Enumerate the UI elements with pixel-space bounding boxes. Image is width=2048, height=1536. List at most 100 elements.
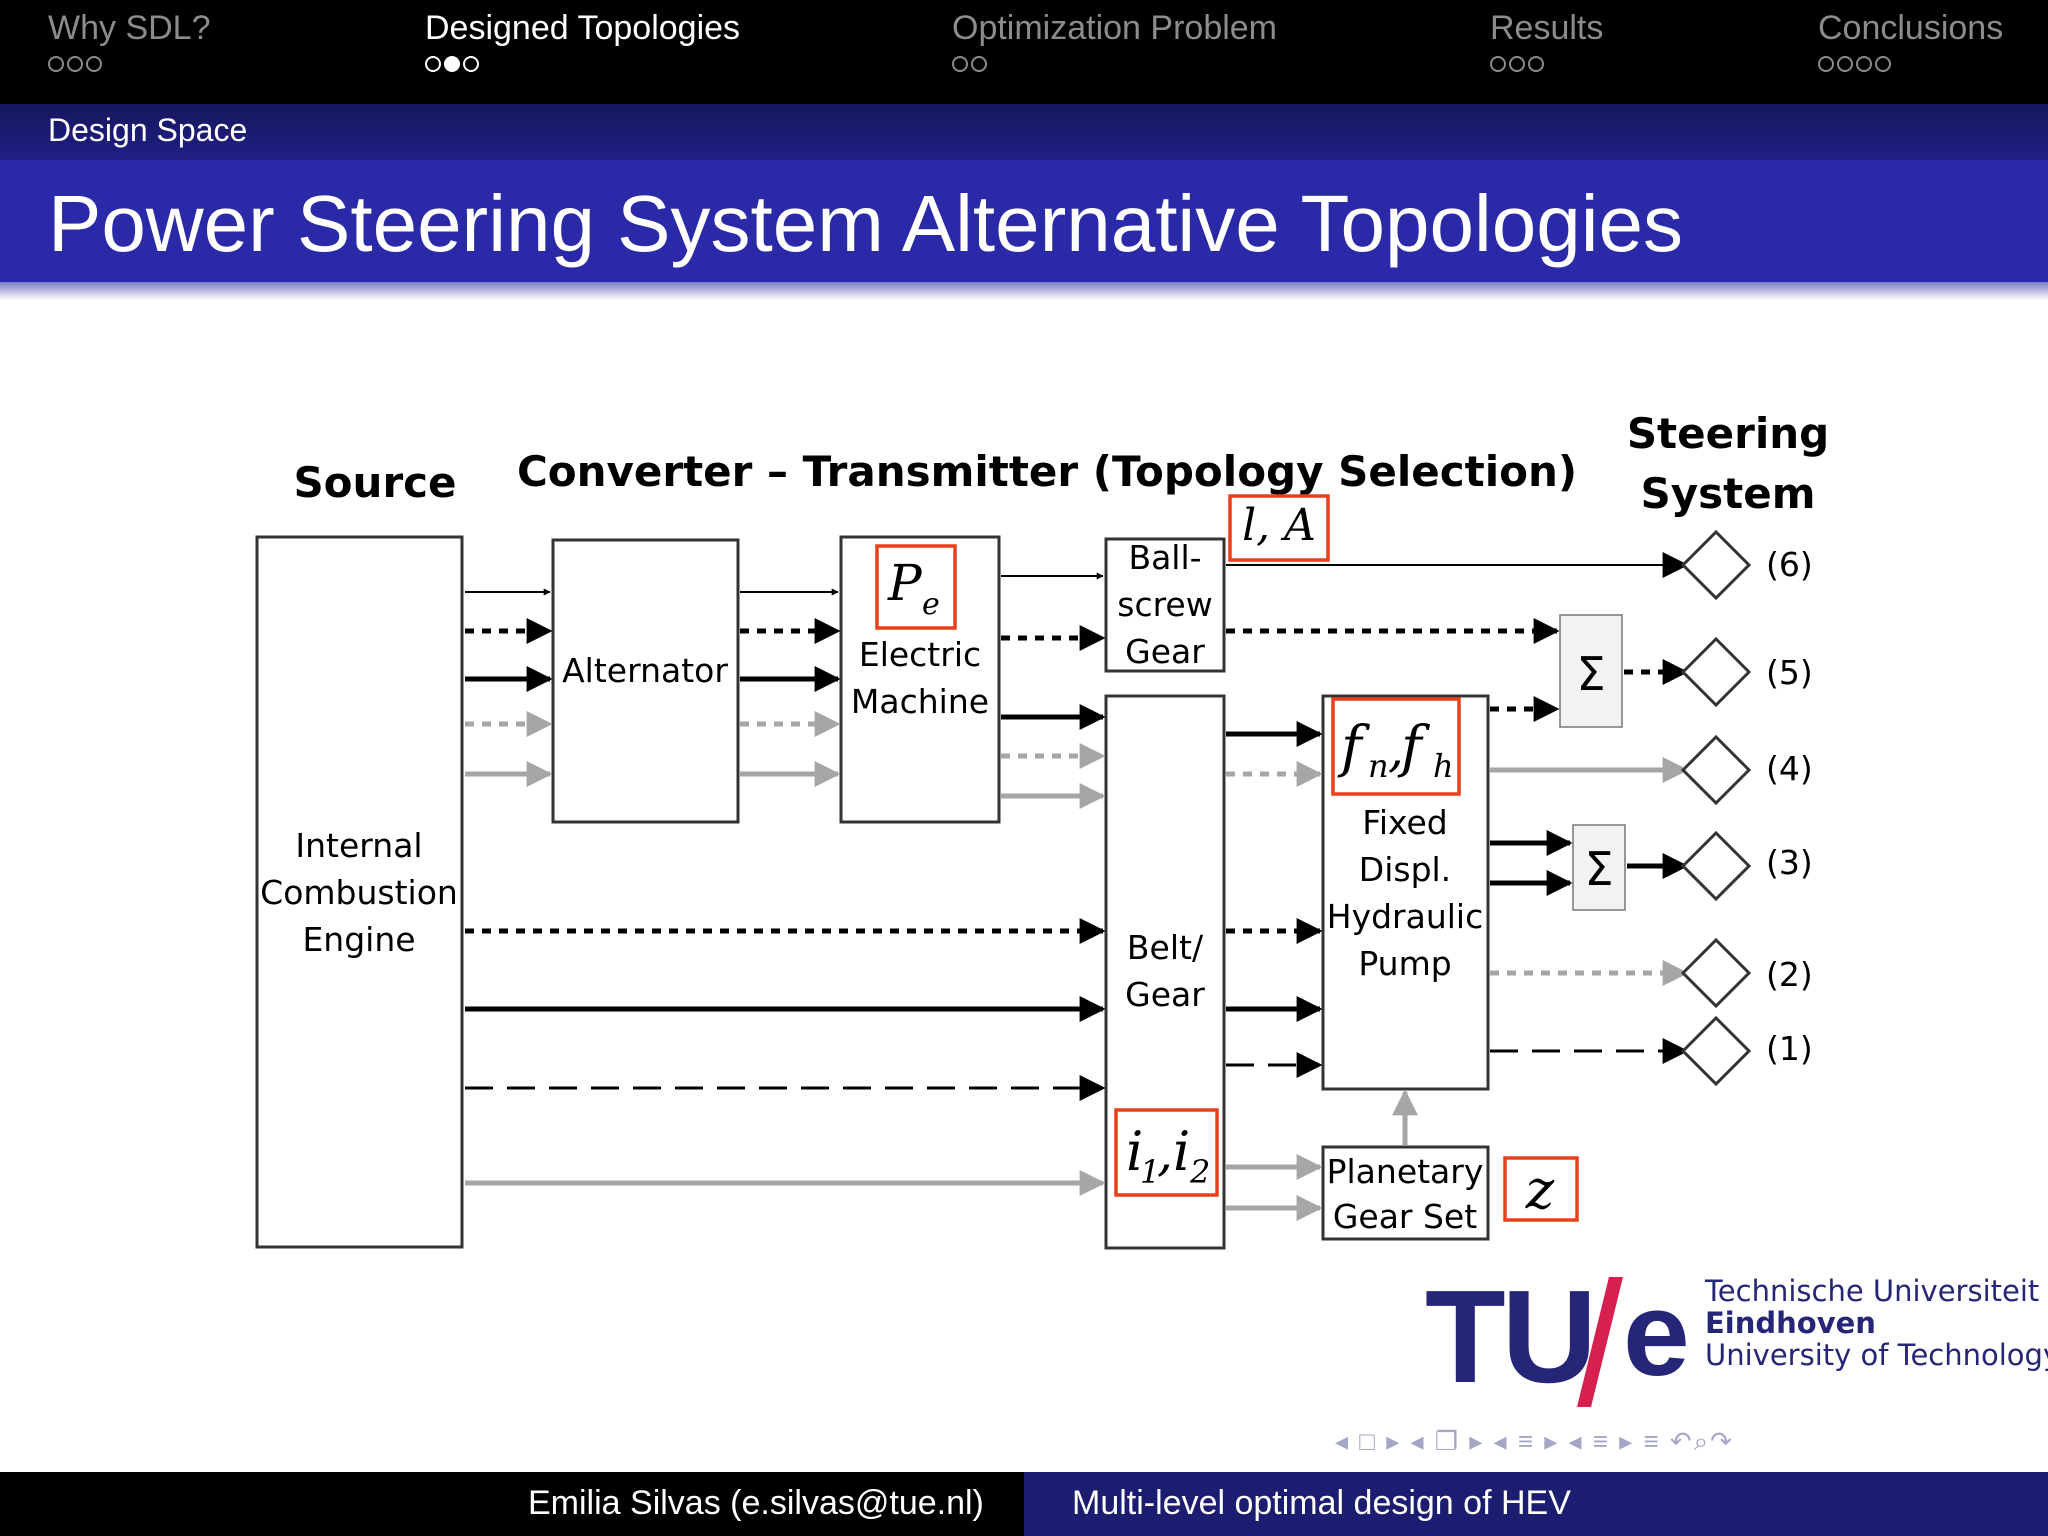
engine-block: Internal Combustion Engine bbox=[255, 535, 464, 1249]
footer-talk-title: Multi-level optimal design of HEV bbox=[1072, 1484, 1571, 1522]
nav-dot[interactable] bbox=[1875, 56, 1891, 72]
output-diamond-3 bbox=[1680, 830, 1752, 902]
nav-dots bbox=[952, 56, 1277, 80]
i2-sub: 2 bbox=[1189, 1153, 1210, 1191]
pe-sub: e bbox=[922, 587, 940, 622]
nav-dot[interactable] bbox=[1856, 56, 1872, 72]
pump-label-4: Pump bbox=[1358, 944, 1451, 983]
nav-section-title: Results bbox=[1490, 9, 1604, 47]
logo-text: Technische Universiteit Eindhoven Univer… bbox=[1705, 1275, 2048, 1371]
output-label-6: (6) bbox=[1766, 545, 1813, 584]
belt-gear-label-1: Belt/ bbox=[1127, 928, 1204, 967]
alternator-block: Alternator bbox=[551, 538, 740, 824]
output-label-5: (5) bbox=[1766, 653, 1813, 692]
la-text: l, A bbox=[1242, 500, 1316, 551]
output-diamond-5 bbox=[1680, 636, 1752, 708]
i1-sub: 1 bbox=[1140, 1153, 1160, 1191]
nav-dot[interactable] bbox=[1528, 56, 1544, 72]
output-label-1: (1) bbox=[1766, 1029, 1813, 1068]
steering-header-line2: System bbox=[1641, 469, 1816, 518]
output-label-3: (3) bbox=[1766, 843, 1813, 882]
beamer-navigation-symbols[interactable]: ◂ □ ▸ ◂ ❐ ▸ ◂ ≡ ▸ ◂ ≡ ▸ ≡ ↶⌕↷ bbox=[1335, 1426, 1734, 1456]
nav-dot[interactable] bbox=[67, 56, 83, 72]
topology-diagram: Source Converter – Transmitter (Topology… bbox=[255, 409, 1829, 1250]
source-header: Source bbox=[293, 458, 456, 507]
nav-dot[interactable] bbox=[952, 56, 968, 72]
electric-machine-label-1: Electric bbox=[859, 635, 981, 674]
hydraulic-pump-block: Fixed Displ. Hydraulic Pump bbox=[1321, 694, 1490, 1091]
output-diamond-1 bbox=[1680, 1015, 1752, 1087]
nav-dot[interactable] bbox=[1837, 56, 1853, 72]
variable-i1-i2: i 1 , i 2 bbox=[1114, 1108, 1219, 1197]
z-text: z bbox=[1525, 1158, 1555, 1221]
sum-symbol: Σ bbox=[1584, 842, 1613, 896]
nav-section-conclusions[interactable]: Conclusions bbox=[1818, 8, 2003, 80]
nav-section-optimization-problem[interactable]: Optimization Problem bbox=[952, 8, 1277, 80]
nav-section-designed-topologies[interactable]: Designed Topologies bbox=[425, 8, 740, 80]
planetary-gear-block: Planetary Gear Set bbox=[1321, 1145, 1490, 1241]
top-navigation: Why SDL? Designed Topologies Optimizatio… bbox=[0, 0, 2048, 104]
variable-la: l, A bbox=[1228, 494, 1330, 562]
logo-e: e bbox=[1623, 1267, 1690, 1401]
ballscrew-gear-block: Ball- screw Gear bbox=[1104, 537, 1226, 673]
fn-h: h bbox=[1433, 747, 1454, 785]
nav-dot[interactable] bbox=[971, 56, 987, 72]
nav-dots bbox=[48, 56, 211, 80]
output-diamond-2 bbox=[1680, 937, 1752, 1009]
fn-n: n bbox=[1368, 747, 1389, 785]
nav-dots bbox=[1490, 56, 1603, 80]
engine-label-1: Internal bbox=[295, 826, 422, 865]
engine-label-2: Combustion bbox=[260, 873, 458, 912]
ballscrew-label-1: Ball- bbox=[1128, 538, 1201, 577]
nav-dot-current[interactable] bbox=[444, 56, 460, 72]
frame-title: Power Steering System Alternative Topolo… bbox=[48, 179, 1683, 268]
variable-z: z bbox=[1503, 1156, 1579, 1222]
logo-line3: University of Technology bbox=[1705, 1338, 2048, 1372]
logo-line1: Technische Universiteit bbox=[1705, 1274, 2040, 1308]
title-bar-shadow bbox=[0, 282, 2048, 300]
nav-dots bbox=[1818, 56, 2003, 80]
output-label-4: (4) bbox=[1766, 749, 1813, 788]
planetary-label-2: Gear Set bbox=[1333, 1197, 1477, 1236]
alternator-label: Alternator bbox=[562, 651, 728, 690]
logo-tu: TU bbox=[1425, 1263, 1597, 1410]
logo-slash-icon bbox=[1577, 1277, 1623, 1407]
footer-author: Emilia Silvas (e.silvas@tue.nl) bbox=[528, 1484, 984, 1522]
sum-block-upper: Σ bbox=[1559, 614, 1623, 728]
belt-gear-label-2: Gear bbox=[1125, 975, 1205, 1014]
logo-line2: Eindhoven bbox=[1705, 1306, 1876, 1340]
engine-label-3: Engine bbox=[302, 920, 415, 959]
sum-symbol: Σ bbox=[1576, 647, 1605, 701]
section-title: Design Space bbox=[48, 112, 248, 148]
variable-pe: P e bbox=[875, 544, 957, 630]
section-bar: Design Space bbox=[0, 104, 2048, 160]
nav-dot[interactable] bbox=[1818, 56, 1834, 72]
electric-machine-block: Electric Machine bbox=[839, 535, 1001, 824]
pe-main: P bbox=[887, 554, 923, 612]
output-diamond-6 bbox=[1680, 529, 1752, 601]
belt-gear-block: Belt/ Gear bbox=[1104, 694, 1226, 1250]
pump-label-3: Hydraulic bbox=[1327, 897, 1483, 936]
nav-dot[interactable] bbox=[425, 56, 441, 72]
i2-main: i bbox=[1173, 1120, 1190, 1183]
electric-machine-label-2: Machine bbox=[851, 682, 989, 721]
nav-section-why-sdl[interactable]: Why SDL? bbox=[48, 8, 211, 80]
pump-label-1: Fixed bbox=[1362, 803, 1448, 842]
i-comma: , bbox=[1157, 1124, 1173, 1182]
nav-section-title: Optimization Problem bbox=[952, 9, 1278, 47]
output-diamond-4 bbox=[1680, 734, 1752, 806]
nav-dot[interactable] bbox=[1490, 56, 1506, 72]
fn-comma: , bbox=[1388, 720, 1404, 778]
sum-block-lower: Σ bbox=[1572, 824, 1626, 911]
nav-dot[interactable] bbox=[463, 56, 479, 72]
footer: Emilia Silvas (e.silvas@tue.nl) Multi-le… bbox=[0, 1472, 2048, 1536]
nav-dot[interactable] bbox=[86, 56, 102, 72]
nav-section-title: Conclusions bbox=[1818, 9, 2004, 47]
footer-right-panel bbox=[1024, 1472, 2048, 1536]
nav-section-results[interactable]: Results bbox=[1490, 8, 1603, 80]
steering-header-line1: Steering bbox=[1627, 409, 1829, 458]
steering-outputs: (6) (5) (4) (3) (2) (1) bbox=[1680, 529, 1813, 1087]
nav-dot[interactable] bbox=[48, 56, 64, 72]
planetary-label-1: Planetary bbox=[1327, 1152, 1484, 1191]
nav-dot[interactable] bbox=[1509, 56, 1525, 72]
